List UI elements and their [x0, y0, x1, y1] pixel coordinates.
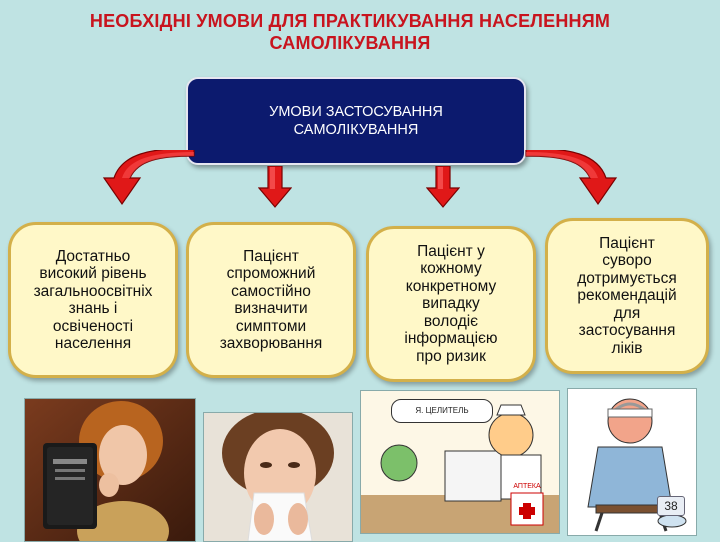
photo-woman-reading [24, 398, 196, 542]
condition-card-recommendations: Пацієнт суворо дотримується рекомендацій… [545, 218, 709, 374]
condition-card-risk-info: Пацієнт у кожному конкретному випадку во… [366, 226, 536, 382]
conditions-box: УМОВИ ЗАСТОСУВАННЯ САМОЛІКУВАННЯ [186, 77, 526, 165]
illustration-sick-patient [567, 388, 697, 536]
condition-card-symptoms: Пацієнт спроможний самостійно визначити … [186, 222, 356, 378]
down-arrow-2-icon [258, 166, 292, 208]
title-line-2: САМОЛІКУВАННЯ [269, 33, 431, 53]
book-title-icon [53, 459, 87, 480]
speech-bubble: Я. ЦЕЛИТЕЛЬ [391, 399, 493, 423]
illustration-doctor-cartoon: Я. ЦЕЛИТЕЛЬ АПТЕКА [360, 390, 560, 534]
title-line-1: НЕОБХІДНІ УМОВИ ДЛЯ ПРАКТИКУВАННЯ НАСЕЛЕ… [89, 11, 611, 31]
curved-arrow-right-icon [525, 150, 618, 206]
down-arrow-3-icon [426, 166, 460, 208]
page-number: 38 [657, 496, 685, 516]
condition-card-education: Достатньо високий рівень загальноосвітні… [8, 222, 178, 378]
curved-arrow-left-icon [102, 150, 195, 206]
photo-woman-tissue [203, 412, 353, 542]
pharmacy-label: АПТЕКА [513, 483, 541, 490]
page-title: НЕОБХІДНІ УМОВИ ДЛЯ ПРАКТИКУВАННЯ НАСЕЛЕ… [40, 10, 660, 54]
conditions-box-line-2: САМОЛІКУВАННЯ [293, 122, 419, 138]
conditions-box-line-1: УМОВИ ЗАСТОСУВАННЯ [269, 104, 443, 120]
